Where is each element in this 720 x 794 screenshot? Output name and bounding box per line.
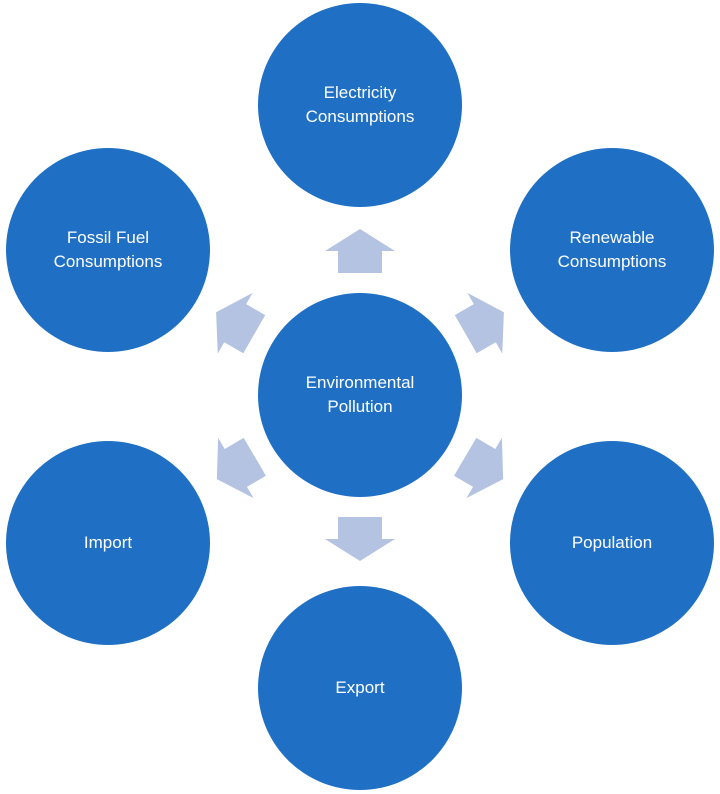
node-label: Fossil Fuel [66, 228, 150, 247]
node-import: Import [6, 441, 210, 645]
arrow-icon-fossil [216, 292, 266, 354]
node-label: Import [83, 533, 133, 552]
node-label: Electricity [323, 83, 397, 102]
node-label: Consumptions [305, 107, 415, 126]
arrow-icon-electricity [325, 229, 395, 273]
node-label: Population [571, 533, 653, 552]
node-export: Export [258, 586, 462, 790]
node-label: Consumptions [557, 252, 667, 271]
node-label: Renewable [569, 228, 655, 247]
arrow-icon-export [325, 517, 395, 561]
node-label: Environmental [305, 373, 415, 392]
node-population: Population [510, 441, 714, 645]
arrow-icon-import [216, 437, 266, 499]
node-label: Pollution [327, 397, 393, 416]
arrow-icon-population [454, 437, 504, 499]
arrow-icon-renewable [454, 292, 504, 354]
node-label: Export [335, 678, 385, 697]
node-label: Consumptions [53, 252, 163, 271]
